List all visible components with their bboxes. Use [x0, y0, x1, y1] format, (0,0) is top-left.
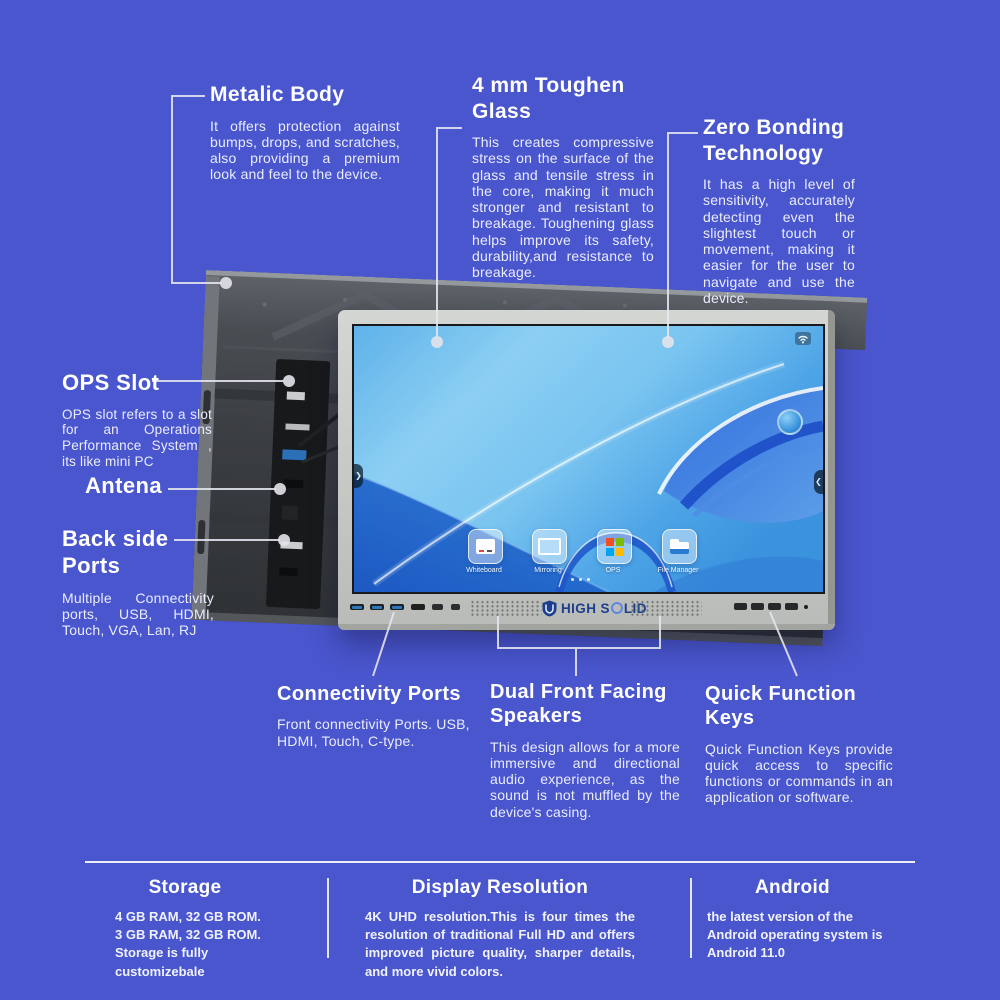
device-front-display: ❯ ❮: [338, 310, 835, 630]
callout-body: Front connectivity Ports. USB, HDMI, Tou…: [277, 716, 470, 749]
spec-divider-vertical: [327, 878, 329, 958]
shield-icon: [542, 600, 557, 617]
spec-divider-vertical: [690, 878, 692, 958]
callout-body: It offers protection against bumps, drop…: [210, 117, 400, 183]
speaker-grille-left: [470, 600, 542, 617]
spec-line: 3 GB RAM, 32 GB ROM.: [115, 927, 261, 943]
dock-icon-file-manager: [662, 529, 697, 564]
spec-title: Display Resolution: [411, 877, 589, 898]
sidebar-toggle-left-icon: ❯: [354, 464, 363, 488]
floating-widget: [777, 409, 803, 435]
power-led: [804, 605, 808, 609]
function-key: [785, 603, 798, 610]
dock-label: File Manager: [657, 567, 699, 574]
callout-title: 4 mm Toughen Glass: [472, 74, 625, 123]
callout-quick-function-keys: Quick Function Keys Quick Function Keys …: [705, 682, 893, 806]
front-port-usb: [350, 604, 364, 610]
spec-title: Android: [755, 877, 830, 898]
function-key: [734, 603, 747, 610]
callout-title: Dual Front Facing Speakers: [490, 681, 667, 728]
callout-body: This creates compressive stress on the s…: [472, 134, 654, 281]
speaker-grille-right: [630, 600, 702, 617]
callout-title: Antena: [85, 473, 162, 498]
callout-title: Metalic Body: [210, 83, 345, 106]
callout-zero-bonding: Zero Bonding Technology It has a high le…: [703, 115, 855, 306]
page-indicator-dot: [587, 578, 590, 581]
dock-label: Mirroring: [534, 567, 562, 574]
callout-connectivity-ports: Connectivity Ports Front connectivity Po…: [277, 682, 472, 749]
screen-wallpaper: [354, 326, 823, 592]
spec-divider-top: [85, 861, 915, 863]
callout-title: OPS Slot: [62, 370, 160, 395]
function-key: [768, 603, 781, 610]
spec-body: 4K UHD resolution.This is four times the…: [365, 909, 635, 979]
dock-label: OPS: [605, 567, 621, 574]
callout-metalic-body: Metalic Body It offers protection agains…: [210, 82, 400, 183]
dock-icon-ops: [597, 529, 632, 564]
callout-dual-speakers: Dual Front Facing Speakers This design a…: [490, 680, 680, 820]
dock-icon-mirroring: [532, 529, 567, 564]
front-port-usb: [370, 604, 384, 610]
front-panel-side-edge: [828, 310, 835, 630]
callout-title: Zero Bonding Technology: [703, 116, 845, 165]
spec-line: 4 GB RAM, 32 GB ROM.: [115, 909, 261, 924]
sidebar-toggle-right-icon: ❮: [814, 470, 823, 494]
page-indicator-dot: [579, 578, 582, 581]
callout-body: Quick Function Keys provide quick access…: [705, 740, 893, 806]
spec-storage: Storage 4 GB RAM, 32 GB ROM. 3 GB RAM, 3…: [85, 877, 285, 981]
callout-back-side-ports: Back side Ports Multiple Connectivity po…: [62, 526, 214, 638]
dock-icon-whiteboard: [468, 529, 503, 564]
callout-title: Back side Ports: [62, 526, 169, 578]
spec-android: Android the latest version of the Androi…: [695, 877, 890, 963]
spec-display-resolution: Display Resolution 4K UHD resolution.Thi…: [345, 877, 655, 981]
callout-antena: Antena: [85, 473, 162, 500]
dock-label: Whiteboard: [466, 567, 502, 574]
logo-o-ring: [610, 602, 623, 614]
front-port-touch: [432, 604, 443, 610]
callout-body: Multiple Connectivity ports, USB, HDMI, …: [62, 589, 214, 639]
spec-body: the latest version of the Android operat…: [707, 909, 883, 961]
front-bezel-bar: HIGH SLID: [338, 594, 835, 624]
callout-body: OPS slot refers to a slot for an Operati…: [62, 406, 212, 469]
front-port-ctype: [451, 604, 460, 610]
spec-line: Storage is fully customizebale: [115, 945, 209, 979]
front-port-usb: [390, 604, 404, 610]
callout-ops-slot: OPS Slot OPS slot refers to a slot for a…: [62, 370, 212, 469]
front-panel-bottom-edge: [338, 624, 835, 630]
wifi-icon: [795, 332, 811, 345]
function-key: [751, 603, 764, 610]
callout-title: Quick Function Keys: [705, 683, 857, 730]
front-port-hdmi: [411, 604, 425, 610]
device-screen: ❯ ❮: [352, 324, 825, 594]
callout-toughen-glass: 4 mm Toughen Glass This creates compress…: [472, 73, 654, 280]
callout-body: This design allows for a more immersive …: [490, 738, 680, 820]
callout-body: It has a high level of sensitivity, accu…: [703, 176, 855, 306]
spec-title: Storage: [148, 877, 222, 898]
callout-title: Connectivity Ports: [277, 683, 461, 705]
page-indicator-dot: [571, 578, 574, 581]
